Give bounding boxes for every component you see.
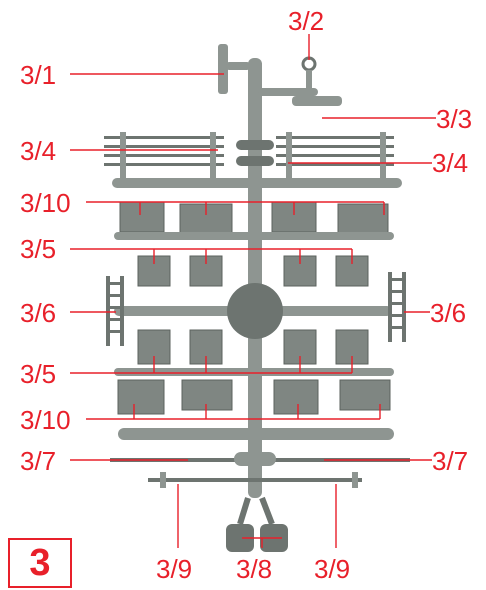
label-3-4-right: 3/4 bbox=[432, 148, 468, 178]
sheet-number-box: 3 bbox=[8, 538, 72, 588]
ladder-left bbox=[106, 276, 124, 346]
label-3-1: 3/1 bbox=[20, 60, 56, 90]
railing-right bbox=[276, 132, 394, 182]
plate-3-10-bottom-1 bbox=[117, 379, 165, 415]
label-3-10-bottom: 3/10 bbox=[20, 405, 71, 435]
label-3-5-top: 3/5 bbox=[20, 234, 56, 264]
railing-left bbox=[104, 132, 224, 182]
plate-3-10-top-1 bbox=[119, 201, 165, 233]
label-3-5-bottom: 3/5 bbox=[20, 359, 56, 389]
label-3-7-left: 3/7 bbox=[20, 446, 56, 476]
label-3-6-right: 3/6 bbox=[430, 298, 466, 328]
label-3-6-left: 3/6 bbox=[20, 298, 56, 328]
plate-3-10-bottom-4 bbox=[339, 379, 391, 411]
plate-3-10-bottom-2 bbox=[181, 379, 233, 411]
sheet-number: 3 bbox=[29, 541, 51, 584]
sprue-frame bbox=[104, 44, 410, 552]
label-3-9-right: 3/9 bbox=[314, 554, 350, 584]
label-3-7-right: 3/7 bbox=[432, 446, 468, 476]
plate-3-10-top-4 bbox=[337, 203, 389, 237]
label-3-3: 3/3 bbox=[436, 104, 472, 134]
label-3-9-left: 3/9 bbox=[156, 554, 192, 584]
label-3-2: 3/2 bbox=[288, 6, 324, 36]
ladder-right bbox=[388, 272, 406, 342]
leader-lines bbox=[70, 34, 436, 548]
label-3-8: 3/8 bbox=[236, 554, 272, 584]
label-3-10-top: 3/10 bbox=[20, 188, 71, 218]
plate-3-10-bottom-3 bbox=[273, 379, 319, 415]
label-3-4-left: 3/4 bbox=[20, 136, 56, 166]
part-labels: 3/1 3/2 3/3 3/4 3/4 3/10 3/5 3/6 3/6 3/5… bbox=[20, 6, 472, 584]
